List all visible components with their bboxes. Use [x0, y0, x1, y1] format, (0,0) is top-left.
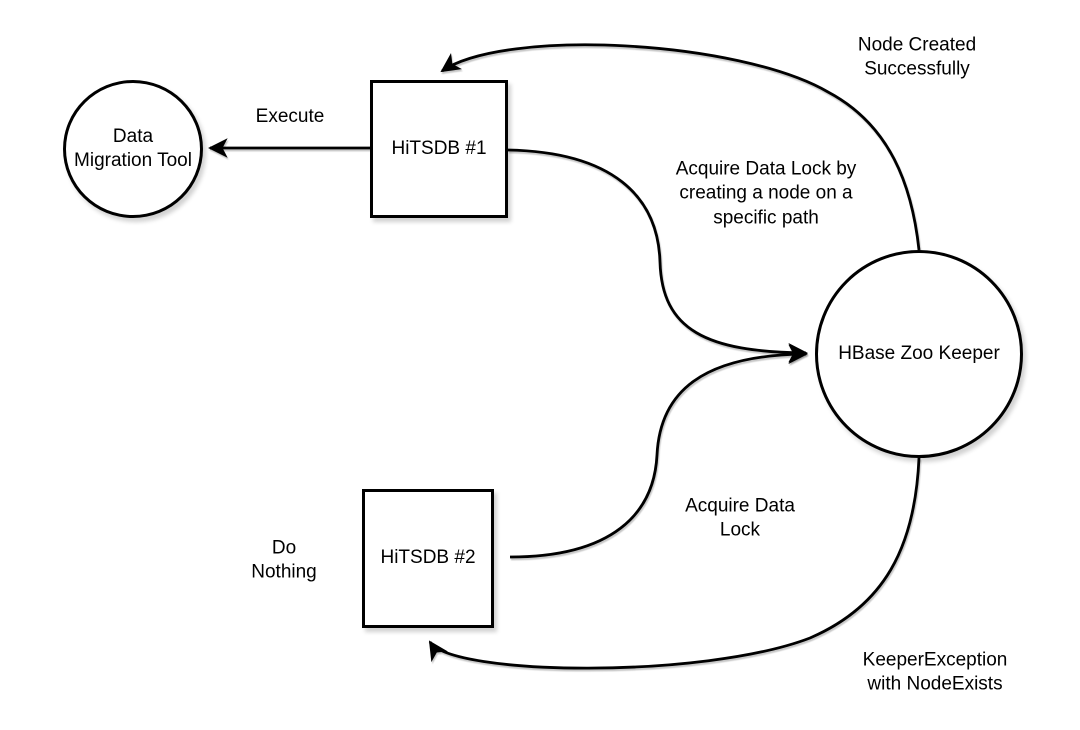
- node-hbase-zookeeper-label: HBase Zoo Keeper: [838, 342, 1000, 364]
- edge-keeper-exception-arrow: [428, 457, 921, 670]
- node-hitsdb-1-label: HiTSDB #1: [391, 137, 487, 159]
- node-data-migration-tool-label: Data Migration Tool: [74, 125, 192, 171]
- edge-label-acquire-lock: Acquire Data Lock: [685, 495, 795, 541]
- node-hbase-zookeeper: HBase Zoo Keeper: [815, 250, 1023, 458]
- annotation-do-nothing: Do Nothing: [251, 537, 317, 583]
- edge-acquire-lock-arrow: [509, 344, 808, 559]
- edge-label-acquire-lock-create: Acquire Data Lock by creating a node on …: [675, 158, 857, 229]
- edge-label-node-created: Node Created Successfully: [857, 34, 977, 80]
- node-hitsdb-1: HiTSDB #1: [370, 80, 508, 218]
- edge-node-created-arrow: [440, 43, 921, 251]
- node-hitsdb-2: HiTSDB #2: [362, 489, 494, 628]
- node-data-migration-tool: Data Migration Tool: [63, 80, 203, 218]
- edge-label-execute: Execute: [255, 105, 325, 127]
- edge-label-keeper-exception: KeeperException with NodeExists: [862, 649, 1008, 695]
- edge-acquire-lock-create-arrow: [507, 148, 808, 363]
- node-hitsdb-2-label: HiTSDB #2: [380, 547, 476, 569]
